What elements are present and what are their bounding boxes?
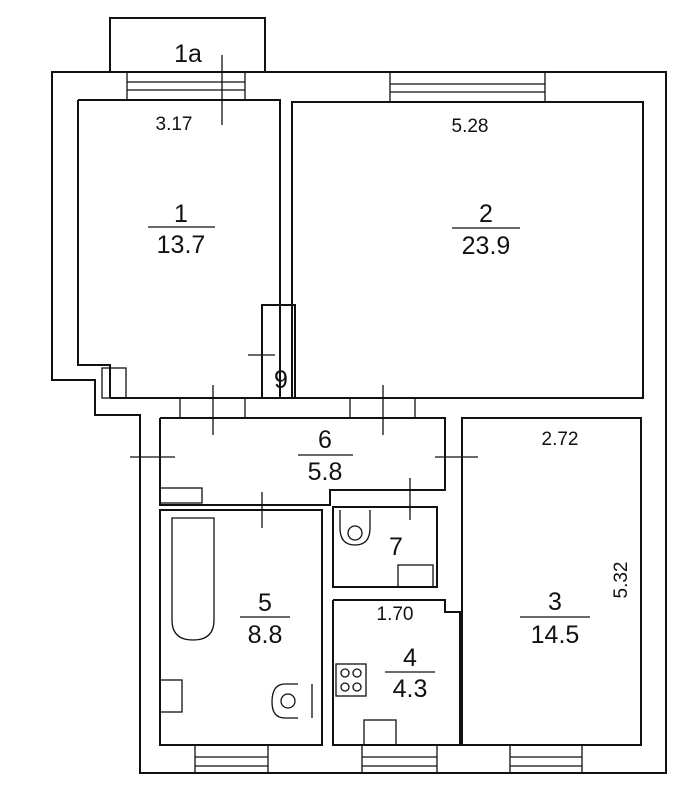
room-4-area: 4.3	[393, 675, 428, 703]
room-5-outline	[159, 509, 323, 746]
bathtub-icon	[171, 517, 215, 641]
window-room-1	[126, 71, 246, 101]
toilet-icon	[271, 683, 313, 719]
room-5-area: 8.8	[248, 621, 283, 649]
sink-icon	[159, 679, 183, 713]
room-3-area: 14.5	[531, 621, 580, 649]
room-2-area: 23.9	[462, 232, 511, 260]
wardrobe	[101, 367, 127, 399]
meter-box	[159, 487, 203, 504]
room-1-area: 13.7	[157, 231, 206, 259]
room-4-number: 4	[403, 644, 417, 672]
room-6-outline	[159, 417, 446, 506]
room-3-length: 5.32	[611, 562, 632, 599]
sink-icon	[363, 719, 397, 746]
room-6-area: 5.8	[308, 458, 343, 486]
room-1-number: 1	[174, 200, 188, 228]
room-7-outline	[332, 506, 438, 588]
room-9-outline	[261, 304, 296, 399]
room-7-number: 7	[389, 533, 403, 561]
room-9-number: 9	[274, 366, 288, 394]
water-heater-icon	[397, 564, 434, 588]
outer-wall	[51, 71, 667, 774]
stove-icon	[335, 663, 367, 697]
window-room-4	[361, 744, 438, 774]
room-5-number: 5	[258, 589, 272, 617]
window-room-3	[509, 744, 583, 774]
room-3-number: 3	[548, 588, 562, 616]
window-room-2	[389, 71, 546, 103]
room-3-width: 2.72	[542, 429, 579, 450]
window-room-5	[194, 744, 269, 774]
toilet-icon	[339, 510, 371, 546]
room-1a-number: 1a	[174, 40, 202, 68]
room-1-width: 3.17	[156, 114, 193, 135]
inner-wall-left	[77, 100, 111, 398]
room-6-number: 6	[318, 426, 332, 454]
room-4-outline	[332, 599, 461, 746]
room-2-number: 2	[479, 200, 493, 228]
room-2-width: 5.28	[452, 116, 489, 137]
room-4-width: 1.70	[377, 604, 414, 625]
